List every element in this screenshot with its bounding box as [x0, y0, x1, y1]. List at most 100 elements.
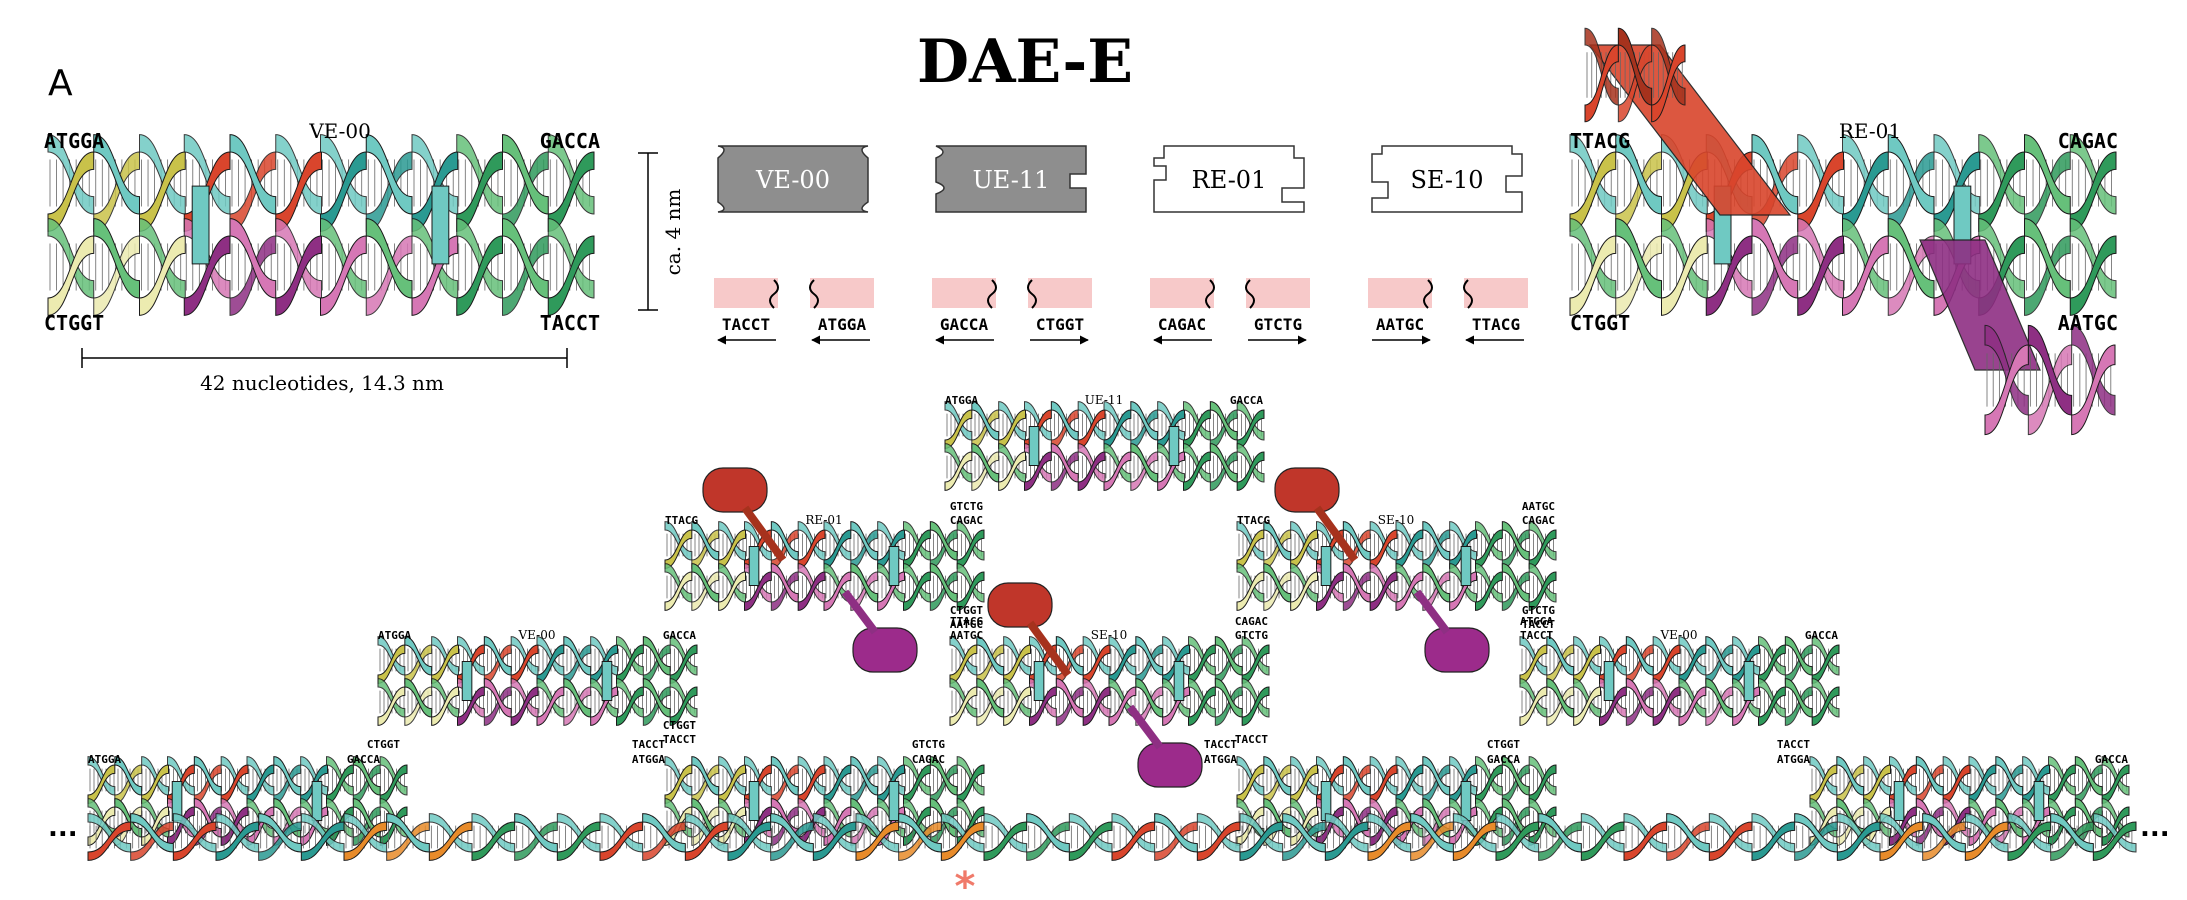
strand-ribbon — [1501, 563, 1530, 603]
hairpin-helix-down — [1984, 324, 2116, 436]
strand-ribbon — [483, 644, 512, 684]
strand-ribbon — [1501, 521, 1530, 561]
strand-ribbon — [1751, 813, 1796, 853]
strand-ribbon — [850, 563, 879, 603]
strand-ribbon — [1026, 821, 1070, 861]
strand-ribbon — [1111, 821, 1156, 861]
strand-ribbon — [379, 806, 408, 846]
strand-ribbon — [1395, 529, 1424, 569]
strand-ribbon — [1495, 821, 1540, 861]
sticky-end-label: GTCTG — [1235, 629, 1268, 642]
crossover-junction — [1893, 781, 1905, 821]
sticky-end-label: CTGGT — [663, 719, 696, 732]
crossover-junction — [601, 661, 613, 701]
strand-ribbon — [855, 821, 900, 861]
strand-ribbon — [1324, 813, 1369, 853]
strand-ribbon — [1528, 563, 1557, 603]
strand-ribbon — [1422, 756, 1451, 796]
lower-helix-segment — [456, 218, 595, 316]
tile-name: SE-10 — [1091, 628, 1128, 642]
strand-ribbon — [599, 821, 644, 861]
row-sticky-end-label: TACCT — [632, 738, 665, 751]
strand-ribbon — [1879, 813, 1924, 853]
strand-ribbon — [1879, 821, 1924, 861]
strand-ribbon — [1135, 678, 1164, 718]
hairpin-stem — [841, 589, 879, 635]
strand-ribbon — [1183, 451, 1211, 491]
strand-ribbon — [2027, 324, 2073, 416]
strand-ribbon — [1082, 686, 1111, 726]
sticky-end-sequence: TACCT — [722, 315, 770, 334]
sticky-end-sequence: CTGGT — [1036, 315, 1084, 334]
strand-ribbon — [744, 521, 772, 561]
strand-ribbon — [220, 756, 249, 796]
strand-ribbon — [1922, 813, 1966, 853]
strand-ribbon — [823, 529, 852, 569]
upper-helix-segment — [944, 401, 1026, 449]
strand-ribbon — [1395, 764, 1424, 804]
strand-ribbon — [300, 813, 345, 853]
lower-helix-segment — [944, 443, 1026, 491]
tile-shape-name: RE-01 — [1192, 166, 1267, 194]
strand-ribbon — [1082, 678, 1111, 718]
strand-ribbon — [976, 644, 1005, 684]
strand-ribbon — [1863, 764, 1891, 804]
strand-ribbon — [510, 644, 539, 684]
strand-ribbon — [431, 678, 459, 718]
strand-ribbon — [1836, 764, 1865, 804]
strand-ribbon — [431, 686, 459, 726]
strand-ribbon — [1130, 409, 1159, 449]
sticky-end-label: AATGC — [2058, 311, 2118, 335]
strand-ribbon — [386, 821, 430, 861]
strand-ribbon — [850, 529, 879, 569]
strand-ribbon — [2050, 813, 2094, 853]
strand-ribbon — [1029, 636, 1057, 676]
strand-ribbon — [1103, 409, 1132, 449]
strand-ribbon — [998, 443, 1026, 483]
strand-ribbon — [1599, 686, 1627, 726]
strand-ribbon — [797, 571, 826, 611]
upper-helix-segment — [1236, 521, 1318, 569]
strand-ribbon — [404, 686, 433, 726]
strand-ribbon — [744, 571, 772, 611]
sticky-end-sequence: CAGAC — [1158, 315, 1206, 334]
strand-ribbon — [1887, 218, 1935, 299]
strand-ribbon — [2092, 813, 2137, 853]
tile-name: VE-00 — [308, 119, 371, 143]
strand-ribbon — [718, 529, 746, 569]
panel-label: A — [48, 63, 73, 104]
strand-ribbon — [1236, 529, 1265, 569]
lower-helix-segment — [1183, 443, 1265, 491]
strand-ribbon — [1209, 443, 1238, 483]
strand-ribbon — [599, 813, 644, 853]
strand-ribbon — [1978, 134, 2025, 215]
strand-ribbon — [510, 686, 539, 726]
strand-ribbon — [471, 813, 516, 853]
strand-ribbon — [1528, 764, 1557, 804]
strand-ribbon — [1751, 821, 1796, 861]
sticky-end-glyph — [1463, 279, 1473, 309]
row-sticky-end-label: ATGGA — [1777, 753, 1810, 766]
upper-helix-segment — [616, 636, 698, 684]
hairpin-down — [1919, 239, 2041, 371]
upper-helix-segment — [2048, 756, 2130, 804]
strand-ribbon — [1290, 529, 1318, 569]
lower-helix-segment — [903, 563, 985, 611]
strand-ribbon — [718, 521, 746, 561]
strand-ribbon — [1422, 529, 1451, 569]
strand-ribbon — [1580, 821, 1625, 861]
strand-ribbon — [1026, 813, 1070, 853]
strand-ribbon — [1842, 134, 1889, 215]
sticky-end-label: GACCA — [663, 629, 696, 642]
strand-ribbon — [93, 218, 140, 299]
strand-ribbon — [1003, 636, 1031, 676]
upper-helix-segment — [1758, 636, 1840, 684]
strand-ribbon — [1082, 636, 1111, 676]
strand-ribbon — [1887, 134, 1935, 215]
sticky-end-label: CAGAC — [2058, 129, 2118, 153]
lower-helix-segment — [1705, 218, 1844, 316]
strand-ribbon — [1984, 344, 2029, 436]
strand-ribbon — [167, 806, 195, 846]
strand-ribbon — [983, 813, 1028, 853]
strand-ribbon — [642, 821, 686, 861]
